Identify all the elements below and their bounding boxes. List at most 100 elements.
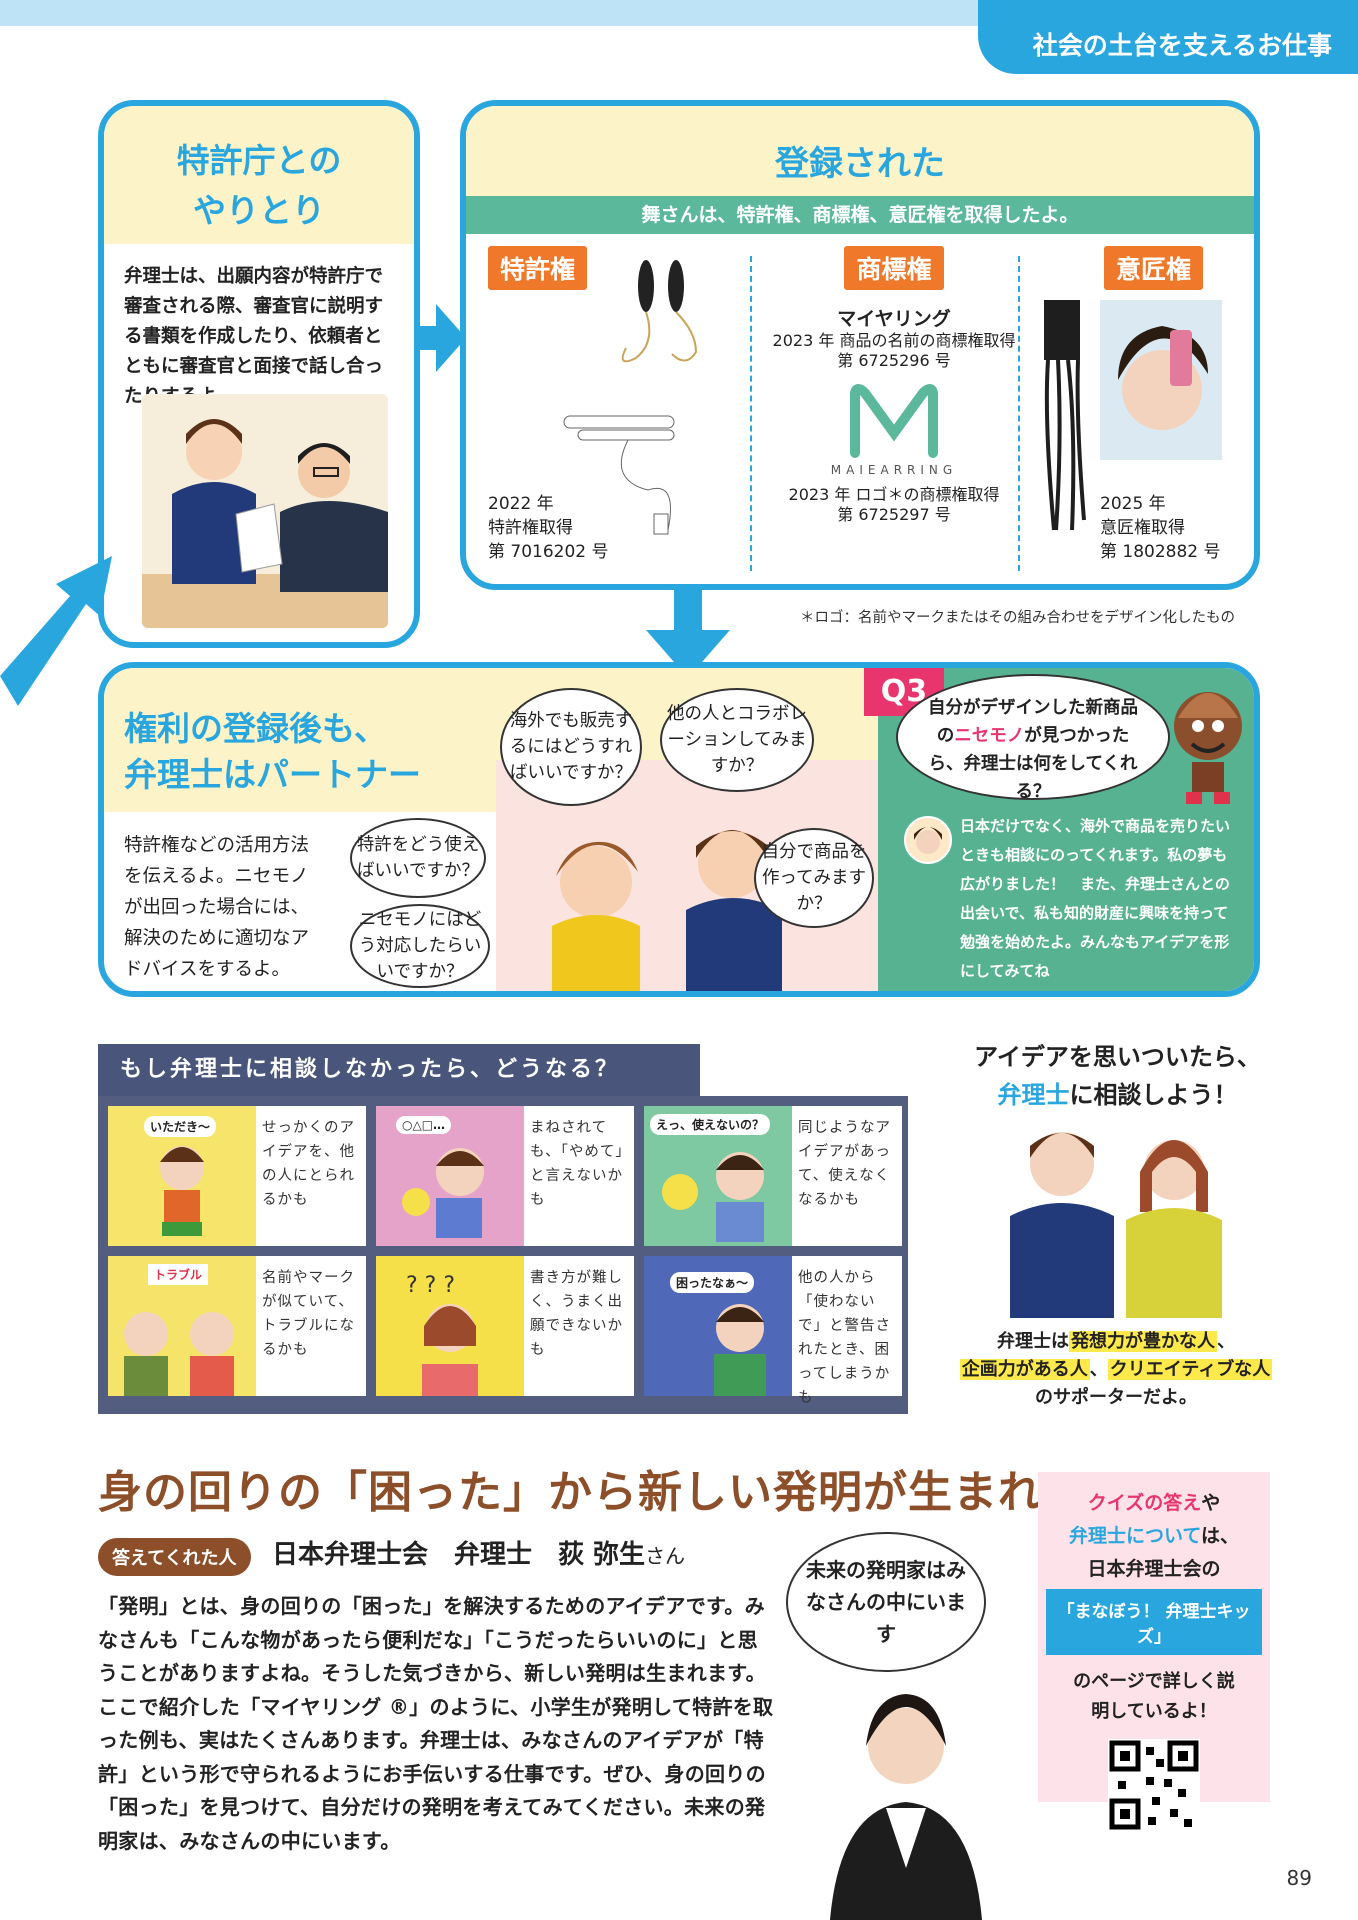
arrow-right-icon [436, 304, 466, 372]
quiz-box: クイズの答えや 弁理士については、 日本弁理士会の 「まなぼう！ 弁理士キッズ」… [1038, 1472, 1270, 1831]
consult-desc-h2: 企画力がある人 [959, 1359, 1090, 1380]
box1-body: 弁理士は、出願内容が特許庁で審査される際、審査官に説明する書類を作成したり、依頼… [124, 266, 384, 407]
comic-pic-1 [108, 1106, 256, 1246]
hair-accessory-photo [1044, 300, 1086, 531]
comic-cell-6: 困ったなぁ〜 他の人から「使わないで」と警告されたとき、困ってしまうかも [644, 1256, 902, 1406]
answerer-org: 日本弁理士会 弁理士 荻 弥生 [272, 1540, 646, 1570]
comic-caption-4: 名前やマークが似ていて、トラブルになるかも [262, 1270, 355, 1358]
character-mascot-icon [1174, 692, 1242, 804]
consult-desc-pre: 弁理士は [997, 1331, 1069, 1352]
patent-attorneys-illustration [990, 1112, 1242, 1318]
bubble-counterfeit: ニセモノにはどう対応したらいいですか？ [350, 904, 490, 988]
consult-desc-h1: 発想力が豊かな人 [1069, 1331, 1217, 1352]
trademark-column: 商標権 マイヤリング 2023 年 商品の名前の商標権取得 第 6725296 … [764, 246, 1024, 576]
consult-desc: 弁理士は発想力が豊かな人、 企画力がある人、クリエイティブな人 のサポーターだよ… [946, 1328, 1286, 1412]
comic-balloon-2: ○△□… [396, 1116, 452, 1134]
page-number: 89 [1286, 1866, 1312, 1890]
divider-2 [1018, 256, 1020, 571]
box3-title-1: 権利の登録後も、 [124, 709, 388, 748]
comic-cell-2: ○△□… まねされても、「やめて」と言えないかも [376, 1106, 634, 1246]
comic-title: もし弁理士に相談しなかったら、どうなる？ [98, 1044, 700, 1096]
box2-title: 登録された [466, 106, 1254, 196]
answerer-suffix: さん [645, 1544, 686, 1568]
patent-number: 第 7016202 号 [488, 542, 609, 562]
design-tag: 意匠権 [1104, 246, 1204, 290]
arrow-diagonal-icon [0, 556, 112, 706]
trademark-number1: 第 6725296 号 [837, 351, 951, 370]
bubble-how-to-use: 特許をどう使えばいいですか？ [350, 818, 486, 898]
design-label: 意匠権取得 [1100, 518, 1185, 538]
logo-footnote: ＊ロゴ：名前やマークまたはその組み合わせをデザイン化したもの [800, 610, 1235, 626]
q3-question-highlight: ニセモノ [954, 726, 1025, 746]
quiz-line2: 弁理士については、 [1038, 1521, 1270, 1548]
q3-question-pre: 自分がデザインした新商品の [928, 698, 1138, 746]
patent-drawing [563, 415, 675, 535]
comic-cell-3: えっ、使えないの？ 同じようなアイデアがあって、使えなくなるかも [644, 1106, 902, 1246]
q3-answer: 日本だけでなく、海外で商品を売りたいときも相談にのってくれます。私の夢も広がりま… [960, 817, 1231, 980]
quiz-line1-highlight: クイズの答え [1087, 1492, 1202, 1514]
comic-balloon-1: いただき〜 [144, 1116, 217, 1137]
q3-panel: Q3 自分がデザインした新商品のニセモノが見つかったら、弁理士は何をしてくれる？… [864, 668, 1254, 991]
registered-box: 登録された 舞さんは、特許権、商標権、意匠権を取得したよ。 特許権 2022 年… [460, 100, 1260, 590]
comic-caption-2: まねされても、「やめて」と言えないかも [530, 1120, 624, 1208]
box1-title-1: 特許庁との [176, 141, 342, 180]
consult-title-2b: に相談しよう！ [1069, 1081, 1238, 1109]
answerer-photo [830, 1694, 982, 1920]
consult-desc-post: のサポーターだよ。 [1035, 1387, 1197, 1408]
design-number: 第 1802882 号 [1100, 542, 1221, 562]
trademark-line1: 2023 年 商品の名前の商標権取得 [772, 331, 1016, 350]
comic-caption-1: せっかくのアイデアを、他の人にとられるかも [262, 1120, 355, 1208]
patent-label: 特許権取得 [488, 518, 573, 538]
trademark-number2: 第 6725297 号 [837, 505, 951, 524]
partner-box: 権利の登録後も、 弁理士はパートナー 特許権などの活用方法を伝えるよ。ニセモノが… [98, 662, 1260, 997]
quiz-line3: 日本弁理士会の [1087, 1558, 1221, 1580]
design-column: 意匠権 2025 年 意匠権取得 第 1802882 号 [1038, 246, 1248, 576]
answerer-name: 日本弁理士会 弁理士 荻 弥生さん [272, 1534, 685, 1571]
patent-tag: 特許権 [488, 246, 588, 290]
box1-header: 特許庁との やりとり [104, 106, 414, 244]
divider-1 [750, 256, 752, 571]
bubble-collab: 他の人とコラボレーションしてみますか？ [660, 688, 814, 792]
consult-desc-mid2: 、 [1089, 1359, 1108, 1380]
consult-title: アイデアを思いついたら、 弁理士に相談しよう！ [950, 1038, 1285, 1114]
bubble-make-product: 自分で商品を作ってみますか？ [754, 828, 874, 928]
consult-desc-mid: 、 [1217, 1331, 1235, 1352]
quiz-line1: クイズの答えや [1038, 1488, 1270, 1515]
partner-illustration [552, 830, 782, 991]
qr-code-icon[interactable] [1108, 1739, 1200, 1831]
girl-photo [1100, 300, 1222, 460]
arrow-right-stem [420, 326, 440, 350]
q3-question: 自分がデザインした新商品のニセモノが見つかったら、弁理士は何をしてくれる？ [896, 674, 1170, 802]
patent-column: 特許権 2022 年 特許権取得 第 7016202 号 [488, 246, 748, 576]
box1-title-2: やりとり [193, 191, 325, 230]
comic-caption-3: 同じようなアイデアがあって、使えなくなるかも [798, 1120, 891, 1208]
quiz-line2-highlight: 弁理士について [1068, 1525, 1202, 1547]
quiz-line1-b: や [1201, 1492, 1221, 1514]
box2-strip: 舞さんは、特許権、商標権、意匠権を取得したよ。 [466, 196, 1254, 234]
trademark-product: マイヤリング [837, 308, 951, 330]
comic-caption-6: 他の人から「使わないで」と警告されたとき、困ってしまうかも [798, 1270, 891, 1406]
inventor-bubble: 未来の発明家はみなさんの中にいます [786, 1532, 986, 1672]
svg-text:? ? ?: ? ? ? [406, 1273, 455, 1298]
comic-cell-4: トラブル 名前やマークが似ていて、トラブルになるかも [108, 1256, 366, 1396]
manabou-link[interactable]: 「まなぼう！ 弁理士キッズ」 [1046, 1589, 1262, 1655]
design-year: 2025 年 [1100, 494, 1166, 514]
patent-year: 2022 年 [488, 494, 554, 514]
mai-logo-icon [850, 384, 938, 458]
answerer-tag: 答えてくれた人 [98, 1538, 251, 1576]
quiz-line2-b: は、 [1201, 1525, 1240, 1547]
bubble-overseas: 海外でも販売するにはどうすればいいですか？ [500, 688, 642, 806]
comic-cell-5: ? ? ? 書き方が難しく、うまく出願できないかも [376, 1256, 634, 1396]
meeting-illustration [142, 394, 388, 628]
logo-text: MAIEARRING [830, 463, 958, 477]
comic-balloon-4: トラブル [148, 1264, 209, 1285]
q3-question-post: が見つかったら、弁理士は何をしてくれる？ [928, 726, 1138, 802]
comic-grid: いただき〜 せっかくのアイデアを、他の人にとられるかも ○△□… まねされても、… [98, 1096, 908, 1414]
comic-caption-5: 書き方が難しく、うまく出願できないかも [530, 1270, 623, 1358]
consult-title-2a: 弁理士 [997, 1081, 1070, 1109]
section-title: 社会の土台を支えるお仕事 [1032, 31, 1332, 60]
patent-office-box: 特許庁との やりとり 弁理士は、出願内容が特許庁で審査される際、審査官に説明する… [98, 100, 420, 648]
comic-cell-1: いただき〜 せっかくのアイデアを、他の人にとられるかも [108, 1106, 366, 1246]
comic-balloon-3: えっ、使えないの？ [650, 1114, 771, 1135]
mai-avatar [904, 816, 952, 864]
